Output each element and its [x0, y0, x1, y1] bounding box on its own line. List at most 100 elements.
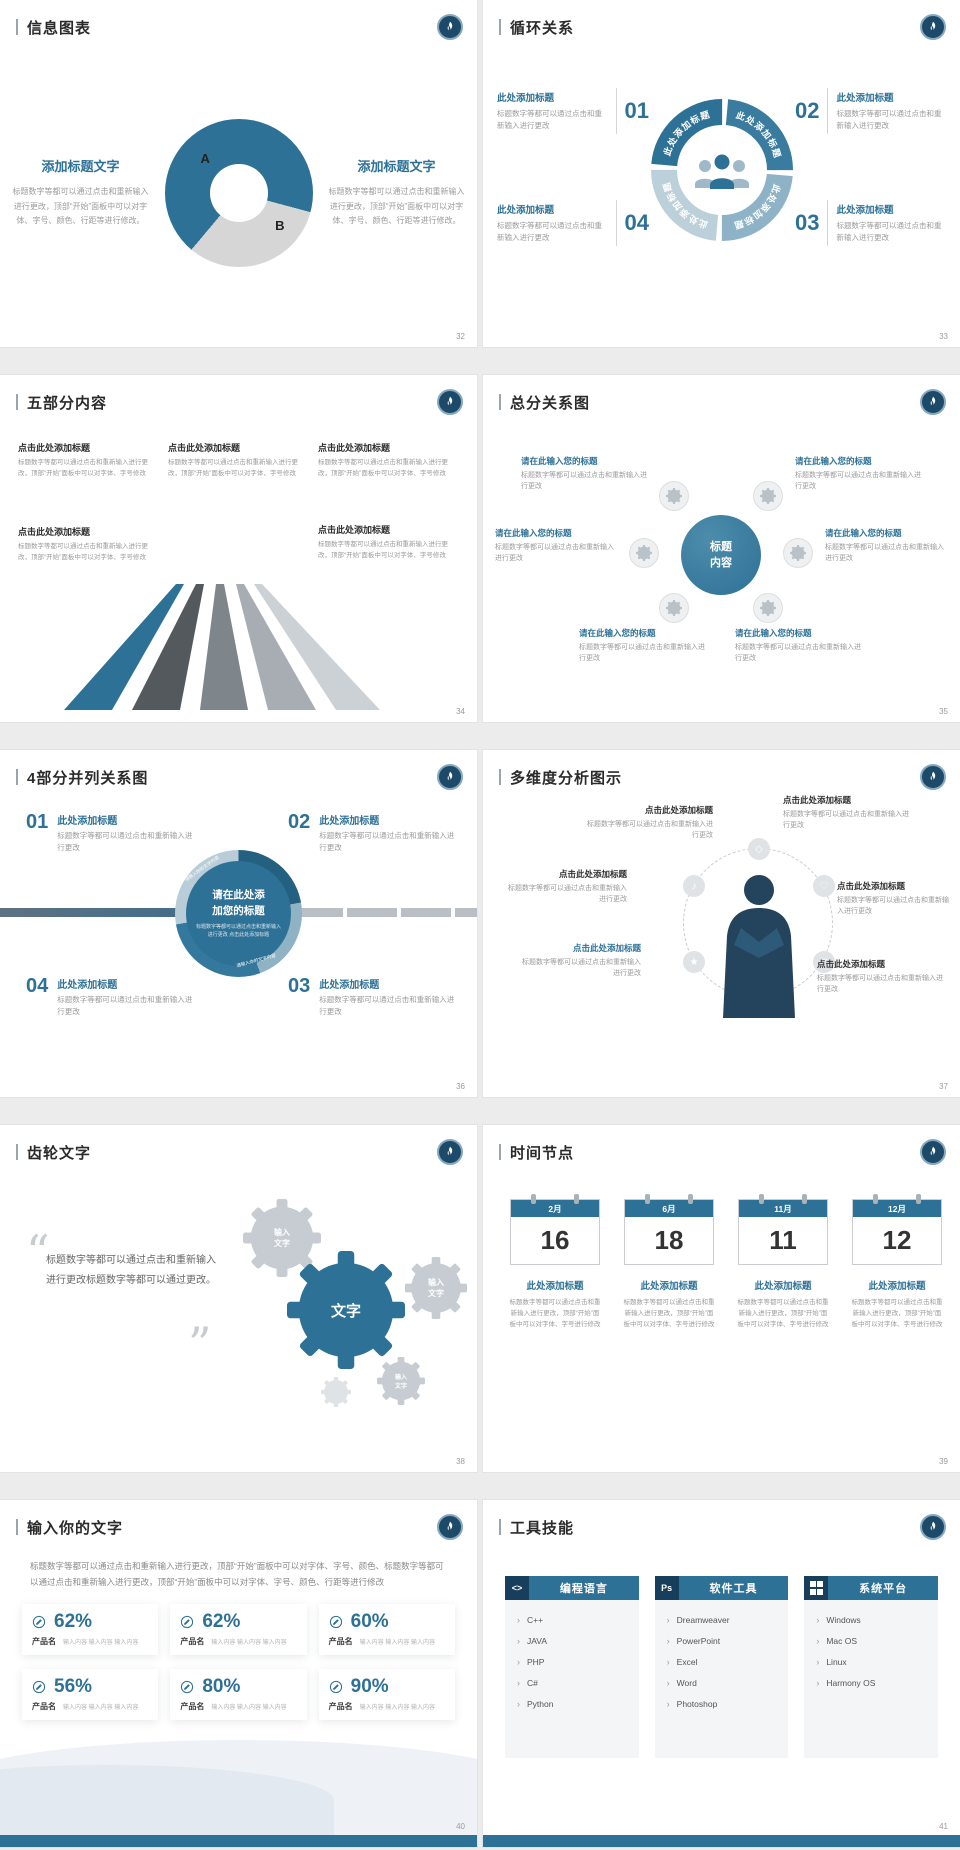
stat-value: 56% [54, 1676, 93, 1697]
slide-thumb-40[interactable]: 输入你的文字 标题数字等都可以通过点击和重新输入进行更改，顶部“开始”面板中可以… [0, 1500, 477, 1847]
block-body: 标题数字等都可以通过点击和重新输入进行更改 [837, 897, 949, 916]
page-number: 35 [939, 707, 948, 716]
slide-thumb-36[interactable]: 4部分并列关系图 请在此处添加您的标题 标题数字等都可以通过点击和重新输入进行更… [0, 750, 477, 1097]
block-body: 标题数字等都可以通过点击和重新输入进行更改 [795, 472, 921, 491]
slide-thumb-38[interactable]: 齿轮文字 “ 标题数字等都可以通过点击和重新输入进行更改标题数字等都可以通过更改… [0, 1125, 477, 1472]
analysis-block-2: 点击此处添加标题 标题数字等都可以通过点击和重新输入进行更改 [783, 794, 915, 831]
item-text: 此处添加标题 标题数字等都可以通过点击和重新输入进行更改 [57, 976, 196, 1017]
block-body: 标题数字等都可以通过点击和重新输入进行更改 [587, 821, 713, 840]
skill-column-software: Ps 软件工具 Dreamweaver PowerPoint Excel Wor… [654, 1576, 789, 1758]
diamond-icon: ◇ [748, 838, 770, 860]
slide-thumb-34[interactable]: 五部分内容 点击此处添加标题 标题数字等都可以通过点击和重新输入进行更改，顶部“… [0, 375, 477, 722]
brand-logo-icon [437, 14, 463, 40]
donut-chart: A B [164, 118, 313, 267]
stat-card: 90% 产品名输入内容 输入内容 输入内容 [318, 1669, 455, 1720]
slide-title: 信息图表 [27, 19, 92, 37]
slide-title-group: 五部分内容 [16, 392, 107, 413]
slide-title-group: 工具技能 [499, 1517, 574, 1538]
item-text: 此处添加标题 标题数字等都可以通过点击和重新输入进行更改 [497, 90, 608, 132]
stat-label: 产品名 [328, 1702, 353, 1711]
calendar-icon: 2月 16 [510, 1194, 600, 1265]
page-number: 34 [456, 707, 465, 716]
code-icon: <> [505, 1576, 529, 1600]
gear-node-icon [629, 538, 659, 568]
gear-node-icon [659, 593, 689, 623]
calendar-month: 6月 [625, 1200, 713, 1217]
stat-value: 62% [202, 1611, 241, 1632]
page-number: 32 [456, 332, 465, 341]
text-block-bottom-right: 请在此输入您的标题 标题数字等都可以通过点击和重新输入进行更改 [735, 627, 867, 664]
text-block-right: 添加标题文字 标题数字等都可以通过点击和重新输入进行更改，顶部“开始”面板中可以… [327, 156, 467, 229]
gear-node-icon [783, 538, 813, 568]
brand-logo-icon [437, 1514, 463, 1540]
slide-thumb-37[interactable]: 多维度分析图示 ◇ ♡ ✉ ☁ ★ ♪ 点击此处添加标题 标题数字等都可以通过点… [483, 750, 960, 1097]
item-body: 标题数字等都可以通过点击和重新输入进行更改 [836, 109, 942, 130]
item-number: 03 [288, 975, 311, 997]
slide-thumb-32[interactable]: 信息图表 添加标题文字 标题数字等都可以通过点击和重新输入进行更改，顶部“开始”… [0, 0, 477, 347]
title-accent-bar [499, 1144, 501, 1160]
pen-doodle-icon [32, 1615, 46, 1629]
item-number: 01 [624, 98, 649, 123]
parallel-item-01: 01 此处添加标题 标题数字等都可以通过点击和重新输入进行更改 [26, 812, 196, 853]
block-heading: 添加标题文字 [41, 158, 120, 174]
slide-thumb-35[interactable]: 总分关系图 标题内容 请在此输入您的标题 标题数字等都可以通过点击和重新输入进行… [483, 375, 960, 722]
gear-icon [321, 1377, 351, 1407]
analysis-block-5: 点击此处添加标题 标题数字等都可以通过点击和重新输入进行更改 [519, 942, 641, 979]
analysis-block-6: 点击此处添加标题 标题数字等都可以通过点击和重新输入进行更改 [817, 958, 947, 995]
text-block-4: 点击此处添加标题 标题数字等都可以通过点击和重新输入进行更改，顶部“开始”面板中… [18, 525, 148, 563]
gear-icon: 输入文字 [377, 1357, 425, 1405]
item-number: 04 [26, 975, 49, 997]
node-body: 标题数字等都可以通过点击和重新输入进行更改，顶部“开始”面板中可以对字体、字号进… [509, 1299, 601, 1329]
page-number: 40 [456, 1822, 465, 1831]
cycle-item-02: 02 此处添加标题 标题数字等都可以通过点击和重新输入进行更改 [795, 88, 947, 134]
stat-sub: 输入内容 输入内容 输入内容 [211, 1640, 287, 1646]
slide-thumb-39[interactable]: 时间节点 2月 16 此处添加标题 标题数字等都可以通过点击和重新输入进行更改，… [483, 1125, 960, 1472]
slide-header: 多维度分析图示 [499, 762, 946, 792]
slide-title: 时间节点 [510, 1144, 575, 1162]
item-body: 标题数字等都可以通过点击和重新输入进行更改 [319, 831, 455, 852]
slide-title-group: 4部分并列关系图 [16, 767, 148, 788]
list-item: Word [667, 1672, 777, 1693]
slide-title-group: 总分关系图 [499, 392, 590, 413]
stat-value: 60% [350, 1611, 389, 1632]
calendar-day: 11 [769, 1225, 797, 1255]
text-block-2: 点击此处添加标题 标题数字等都可以通过点击和重新输入进行更改，顶部“开始”面板中… [168, 441, 298, 479]
footer-accent-bar [483, 1835, 960, 1847]
slide-header: 齿轮文字 [16, 1137, 463, 1167]
slide-header: 五部分内容 [16, 387, 463, 417]
slide-title-group: 多维度分析图示 [499, 767, 622, 788]
footer-accent-bar [0, 1835, 477, 1847]
text-block-left: 请在此输入您的标题 标题数字等都可以通过点击和重新输入进行更改 [495, 527, 619, 564]
page-number: 36 [456, 1082, 465, 1091]
divider [827, 88, 829, 134]
brand-logo-icon [920, 764, 946, 790]
parallel-item-04: 04 此处添加标题 标题数字等都可以通过点击和重新输入进行更改 [26, 976, 196, 1017]
analysis-block-3: 点击此处添加标题 标题数字等都可以通过点击和重新输入进行更改 [505, 868, 627, 905]
title-accent-bar [16, 1144, 18, 1160]
pen-doodle-icon [180, 1680, 194, 1694]
text-block-3: 点击此处添加标题 标题数字等都可以通过点击和重新输入进行更改，顶部“开始”面板中… [318, 441, 448, 479]
list-item: JAVA [517, 1630, 627, 1651]
donut-label-a: A [200, 150, 210, 166]
gear-cluster: 输入文字 文字 输入文字 输入文字 [235, 1193, 465, 1443]
calendar-ring [759, 1194, 764, 1204]
column-title: 软件工具 [678, 1576, 789, 1600]
calendar-ring [916, 1194, 921, 1204]
stat-sub: 输入内容 输入内容 输入内容 [211, 1705, 287, 1711]
block-body: 标题数字等都可以通过点击和重新输入进行更改，顶部“开始”面板中可以对字体、字号、… [12, 186, 149, 226]
stat-card: 62% 产品名输入内容 输入内容 输入内容 [22, 1604, 159, 1655]
divider [615, 200, 617, 246]
pen-doodle-icon [329, 1680, 343, 1694]
block-body: 标题数字等都可以通过点击和重新输入进行更改，顶部“开始”面板中可以对字体、字号修… [318, 541, 448, 559]
item-heading: 此处添加标题 [57, 816, 118, 827]
block-heading: 请在此输入您的标题 [825, 528, 902, 538]
slide-thumb-41[interactable]: 工具技能 <> 编程语言 C++ JAVA PHP C# Python [483, 1500, 960, 1847]
block-heading: 添加标题文字 [357, 158, 436, 174]
item-body: 标题数字等都可以通过点击和重新输入进行更改 [319, 995, 455, 1016]
calendar-day: 18 [654, 1225, 684, 1255]
slide-title: 循环关系 [510, 19, 575, 37]
node-body: 标题数字等都可以通过点击和重新输入进行更改，顶部“开始”面板中可以对字体、字号进… [851, 1299, 943, 1329]
center-title: 请在此处添加您的标题 [212, 888, 265, 917]
slide-thumb-33[interactable]: 循环关系 此处添加标题 此处添加标题 此处添加标题 此处添加标题 [483, 0, 960, 347]
list-item: C++ [517, 1609, 627, 1630]
